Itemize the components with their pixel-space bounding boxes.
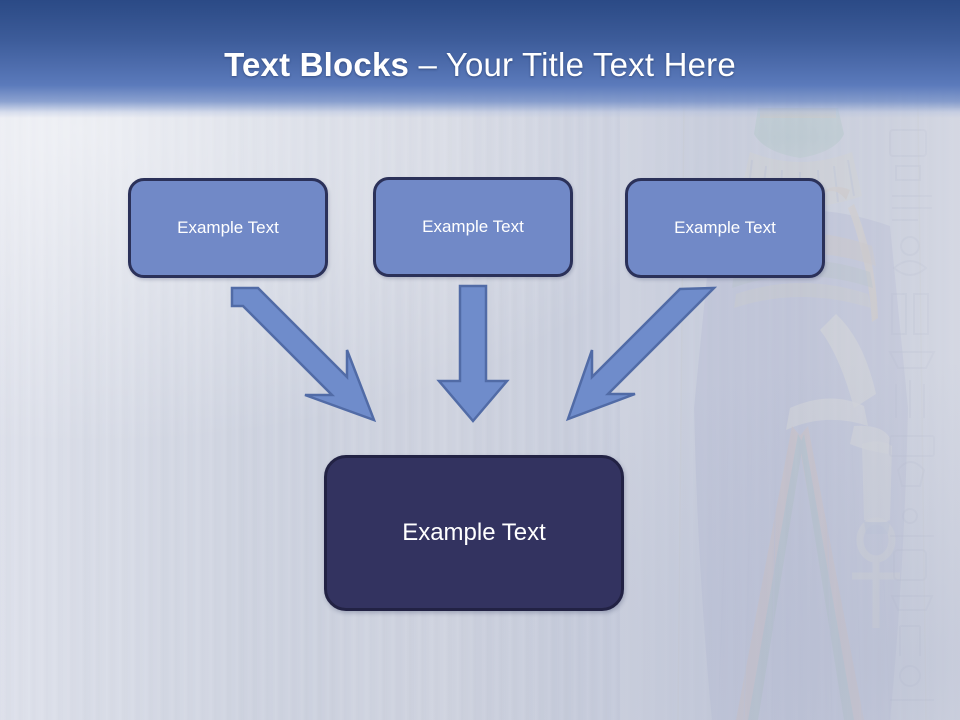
flow-node-2[interactable]: Example Text [373, 177, 573, 277]
flow-node-2-label: Example Text [422, 217, 524, 236]
flow-node-3[interactable]: Example Text [625, 178, 825, 278]
flow-node-1[interactable]: Example Text [128, 178, 328, 278]
flow-node-3-label: Example Text [674, 218, 776, 237]
flow-result-node-label: Example Text [402, 519, 546, 546]
page-title-rest: – Your Title Text Here [418, 46, 736, 83]
flow-node-1-label: Example Text [177, 218, 279, 237]
page-title-strong: Text Blocks [224, 46, 419, 83]
page-title: Text Blocks – Your Title Text Here [0, 48, 960, 81]
slide-title-banner: Text Blocks – Your Title Text Here [0, 0, 960, 118]
flow-result-node[interactable]: Example Text [324, 455, 624, 611]
